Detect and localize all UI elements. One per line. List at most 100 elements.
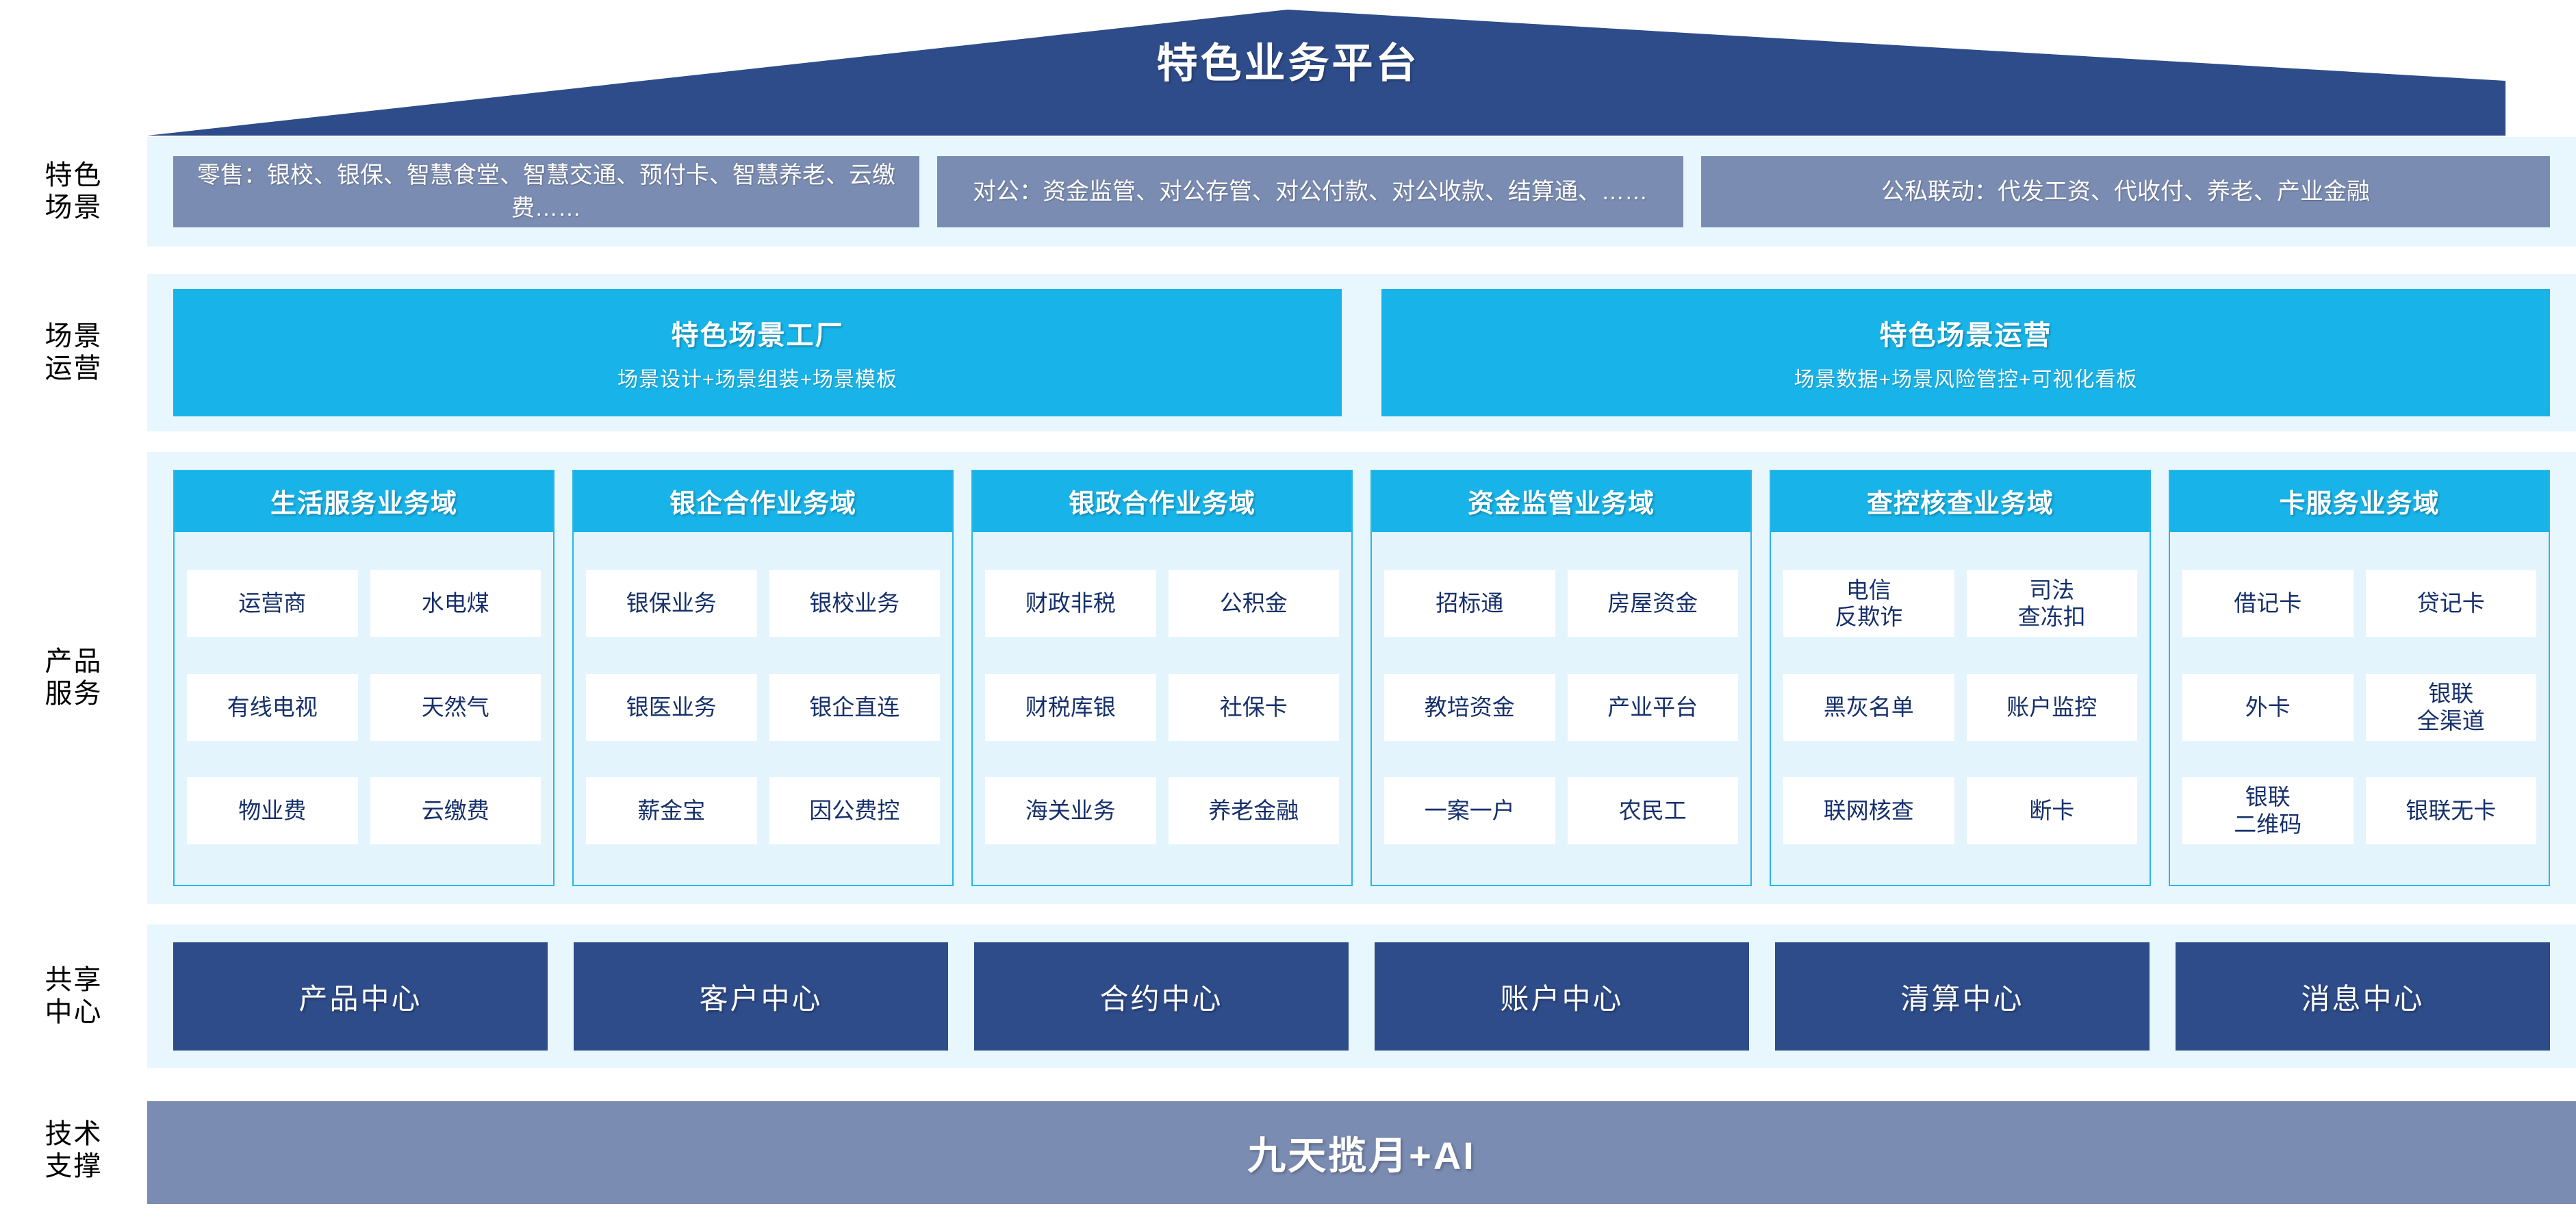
row-label-tech: 技术 支撑 [44,1118,103,1181]
domain-column[interactable]: 银政合作业务域财政非税公积金财税库银社保卡海关业务养老金融 [971,470,1353,886]
domain-item[interactable]: 借记卡 [2182,570,2354,638]
domain-item[interactable]: 银联无卡 [2365,777,2536,844]
domain-item[interactable]: 电信 反欺诈 [1783,570,1954,638]
scenario-box-retail[interactable]: 零售：银校、银保、智慧食堂、智慧交通、预付卡、智慧养老、云缴费…… [173,156,919,227]
domain-item[interactable]: 薪金宝 [586,777,757,844]
operation-band: 特色场景工厂 场景设计+场景组装+场景模板 特色场景运营 场景数据+场景风险管控… [147,274,2576,431]
scenario-box-linkage[interactable]: 公私联动：代发工资、代收付、养老、产业金融 [1701,156,2550,227]
domain-item-grid: 借记卡贷记卡外卡银联 全渠道银联 二维码银联无卡 [2170,532,2549,885]
domain-item[interactable]: 运营商 [187,570,358,638]
shared-center-box[interactable]: 清算中心 [1775,942,2150,1051]
domain-item[interactable]: 水电煤 [370,570,541,638]
domain-item-row: 海关业务养老金融 [985,777,1339,844]
domain-item[interactable]: 云缴费 [370,777,541,844]
domain-item[interactable]: 银联 全渠道 [2365,673,2536,741]
domain-item-row: 薪金宝因公费控 [586,777,940,844]
domain-title: 资金监管业务域 [1372,471,1750,532]
shared-center-box[interactable]: 账户中心 [1375,942,1749,1051]
domain-item[interactable]: 社保卡 [1168,673,1339,741]
domain-item[interactable]: 房屋资金 [1567,570,1738,638]
domain-column[interactable]: 资金监管业务域招标通房屋资金教培资金产业平台一案一户农民工 [1370,470,1752,886]
domain-item[interactable]: 贷记卡 [2365,570,2536,638]
domain-item-row: 物业费云缴费 [187,777,541,844]
row-label-shared: 共享 中心 [44,964,103,1027]
tech-support-bar[interactable]: 九天揽月+AI [147,1101,2576,1204]
domain-item-row: 外卡银联 全渠道 [2182,673,2536,741]
domain-item-row: 财政非税公积金 [985,570,1339,638]
domain-item-row: 有线电视天然气 [187,673,541,741]
domain-item-row: 银联 二维码银联无卡 [2182,777,2536,844]
domain-title: 银企合作业务域 [574,471,952,532]
domain-item[interactable]: 银保业务 [586,570,757,638]
domain-item-row: 借记卡贷记卡 [2182,570,2536,638]
domain-item-row: 财税库银社保卡 [985,673,1339,741]
domain-item-row: 银医业务银企直连 [586,673,940,741]
domain-item[interactable]: 天然气 [370,673,541,741]
domain-column[interactable]: 生活服务业务域运营商水电煤有线电视天然气物业费云缴费 [173,470,554,886]
domain-item[interactable]: 农民工 [1567,777,1738,844]
domain-column[interactable]: 查控核查业务域电信 反欺诈司法 查冻扣黑灰名单账户监控联网核查断卡 [1770,470,2151,886]
domain-item[interactable]: 财税库银 [985,673,1156,741]
domain-item[interactable]: 外卡 [2182,673,2354,741]
domain-item[interactable]: 物业费 [187,777,358,844]
domain-item[interactable]: 联网核查 [1783,777,1954,844]
domain-item-grid: 财政非税公积金财税库银社保卡海关业务养老金融 [973,532,1351,885]
shared-center-box[interactable]: 消息中心 [2176,942,2550,1051]
scenario-box-corporate[interactable]: 对公：资金监管、对公存管、对公付款、对公收款、结算通、…… [937,156,1683,227]
row-label-product: 产品 服务 [44,646,103,709]
shared-center-list: 产品中心客户中心合约中心账户中心清算中心消息中心 [147,925,2576,1068]
domain-item[interactable]: 账户监控 [1966,673,2137,741]
operation-box-scene-operation[interactable]: 特色场景运营 场景数据+场景风险管控+可视化看板 [1381,289,2550,416]
scene-factory-subtitle: 场景设计+场景组装+场景模板 [617,368,898,391]
domain-item-row: 一案一户农民工 [1384,777,1738,844]
roof-shape [147,10,2505,136]
domain-title: 生活服务业务域 [175,471,553,532]
domain-item-grid: 运营商水电煤有线电视天然气物业费云缴费 [175,532,553,885]
domain-item-grid: 电信 反欺诈司法 查冻扣黑灰名单账户监控联网核查断卡 [1771,532,2150,885]
row-label-scenario: 特色 场景 [44,160,103,223]
domain-column[interactable]: 银企合作业务域银保业务银校业务银医业务银企直连薪金宝因公费控 [572,470,954,886]
domain-item[interactable]: 银校业务 [769,570,940,638]
domain-item-row: 招标通房屋资金 [1384,570,1738,638]
domain-item-row: 联网核查断卡 [1783,777,2137,844]
domain-item[interactable]: 公积金 [1168,570,1339,638]
domain-item[interactable]: 招标通 [1384,570,1555,638]
domain-item[interactable]: 因公费控 [769,777,940,844]
domain-item[interactable]: 财政非税 [985,570,1156,638]
domain-title: 查控核查业务域 [1771,471,2150,532]
domain-item-grid: 招标通房屋资金教培资金产业平台一案一户农民工 [1372,532,1750,885]
domain-columns: 生活服务业务域运营商水电煤有线电视天然气物业费云缴费银企合作业务域银保业务银校业… [147,452,2576,904]
domain-item[interactable]: 黑灰名单 [1783,673,1954,741]
domain-item[interactable]: 海关业务 [985,777,1156,844]
shared-band: 产品中心客户中心合约中心账户中心清算中心消息中心 [147,925,2576,1068]
row-label-operation: 场景 运营 [44,320,103,384]
domain-column[interactable]: 卡服务业务域借记卡贷记卡外卡银联 全渠道银联 二维码银联无卡 [2169,470,2550,886]
platform-roof: 特色业务平台 [0,0,2576,137]
domain-item-row: 教培资金产业平台 [1384,673,1738,741]
domain-item[interactable]: 有线电视 [187,673,358,741]
domain-item[interactable]: 养老金融 [1168,777,1339,844]
page-title: 特色业务平台 [1156,40,1420,86]
scenario-band: 零售：银校、银保、智慧食堂、智慧交通、预付卡、智慧养老、云缴费…… 对公：资金监… [147,137,2576,247]
domain-item[interactable]: 一案一户 [1384,777,1555,844]
domain-title: 卡服务业务域 [2170,471,2549,532]
operation-box-scene-factory[interactable]: 特色场景工厂 场景设计+场景组装+场景模板 [173,289,1342,416]
shared-center-box[interactable]: 客户中心 [574,942,948,1051]
domain-item[interactable]: 教培资金 [1384,673,1555,741]
shared-center-box[interactable]: 产品中心 [173,942,548,1051]
domain-item[interactable]: 产业平台 [1567,673,1738,741]
domain-item-row: 电信 反欺诈司法 查冻扣 [1783,570,2137,638]
product-band: 生活服务业务域运营商水电煤有线电视天然气物业费云缴费银企合作业务域银保业务银校业… [147,452,2576,904]
domain-item[interactable]: 银联 二维码 [2182,777,2354,844]
domain-item-row: 黑灰名单账户监控 [1783,673,2137,741]
domain-item-row: 运营商水电煤 [187,570,541,638]
domain-item[interactable]: 断卡 [1966,777,2137,844]
domain-item-row: 银保业务银校业务 [586,570,940,638]
shared-center-box[interactable]: 合约中心 [974,942,1349,1051]
scene-operation-subtitle: 场景数据+场景风险管控+可视化看板 [1794,368,2138,391]
domain-item[interactable]: 银企直连 [769,673,940,741]
scene-operation-title: 特色场景运营 [1879,320,2052,351]
domain-item[interactable]: 司法 查冻扣 [1966,570,2137,638]
domain-item[interactable]: 银医业务 [586,673,757,741]
